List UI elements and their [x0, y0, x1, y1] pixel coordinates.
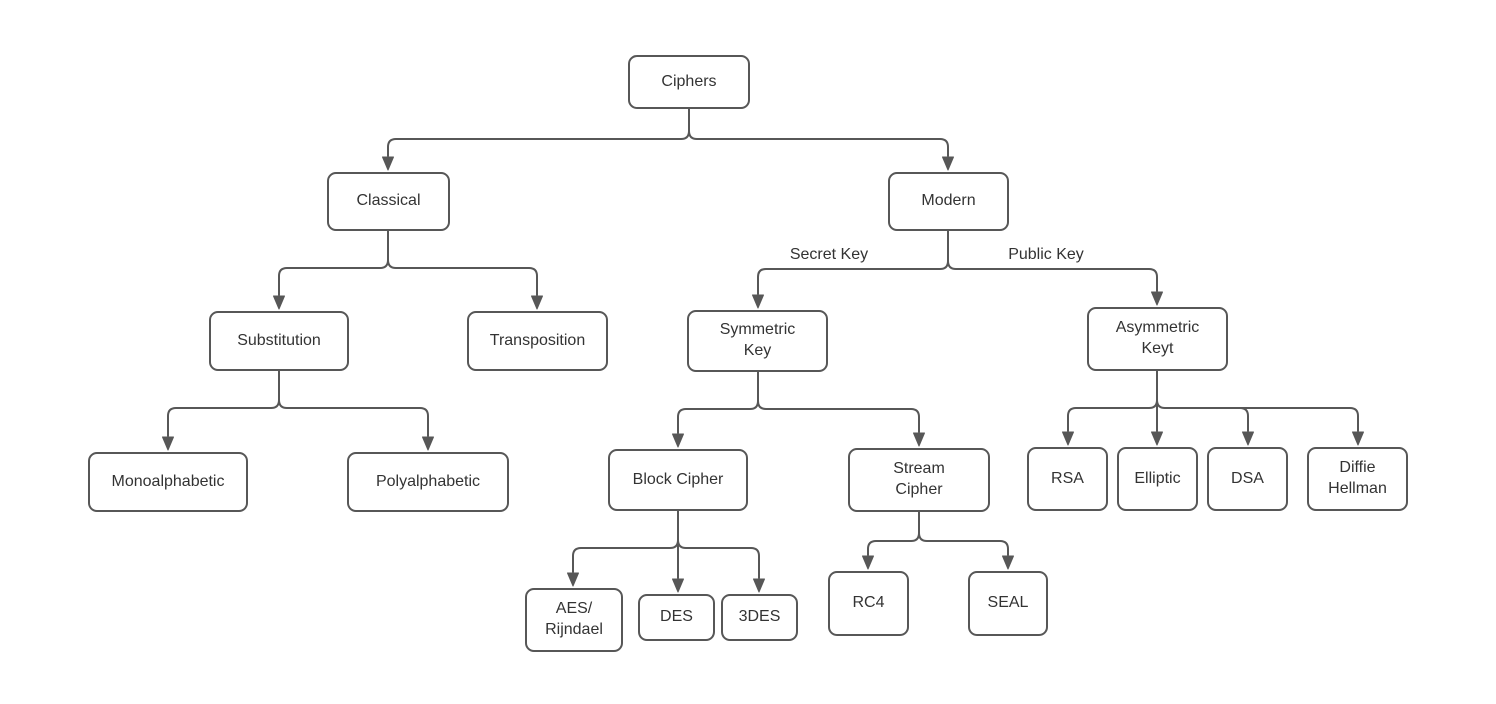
node-elliptic: Elliptic — [1117, 447, 1198, 511]
edge-ciphers-classical — [382, 108, 690, 171]
edge-ciphers-modern — [688, 130, 954, 171]
node-seal: SEAL — [968, 571, 1048, 636]
node-diffie-hellman: Diffie Hellman — [1307, 447, 1408, 511]
edge-asymmetric-dsa — [1239, 407, 1254, 446]
edge-stream-seal — [918, 532, 1014, 570]
edge-classical-substitution — [273, 230, 389, 310]
edge-block-aes — [567, 510, 679, 587]
edge-symmetric-block — [672, 371, 759, 448]
node-aes-rijndael: AES/ Rijndael — [525, 588, 623, 652]
node-classical: Classical — [327, 172, 450, 231]
edge-substitution-poly — [278, 399, 434, 451]
edge-label-secret-key: Secret Key — [789, 246, 869, 263]
node-rsa: RSA — [1027, 447, 1108, 511]
node-des: DES — [638, 594, 715, 641]
edge-asymmetric-diffie — [1156, 399, 1364, 446]
edge-asymmetric-elliptic — [1151, 399, 1163, 446]
node-block-cipher: Block Cipher — [608, 449, 748, 511]
node-stream-cipher: Stream Cipher — [848, 448, 990, 512]
edge-block-des — [672, 539, 684, 593]
edge-label-public-key: Public Key — [1008, 246, 1084, 263]
node-rc4: RC4 — [828, 571, 909, 636]
edge-symmetric-stream — [757, 400, 925, 447]
node-monoalphabetic: Monoalphabetic — [88, 452, 248, 512]
node-ciphers: Ciphers — [628, 55, 750, 109]
edge-block-3des — [677, 539, 765, 593]
edge-modern-asymmetric — [947, 260, 1163, 306]
node-symmetric-key: Symmetric Key — [687, 310, 828, 372]
edge-classical-transposition — [387, 259, 543, 310]
node-3des: 3DES — [721, 594, 798, 641]
node-polyalphabetic: Polyalphabetic — [347, 452, 509, 512]
node-substitution: Substitution — [209, 311, 349, 371]
node-asymmetric-key: Asymmetric Keyt — [1087, 307, 1228, 371]
node-transposition: Transposition — [467, 311, 608, 371]
node-modern: Modern — [888, 172, 1009, 231]
edge-modern-symmetric — [752, 230, 949, 309]
node-dsa: DSA — [1207, 447, 1288, 511]
edge-asymmetric-rsa — [1062, 370, 1158, 446]
edge-stream-rc4 — [862, 511, 920, 570]
edge-substitution-mono — [162, 370, 280, 451]
